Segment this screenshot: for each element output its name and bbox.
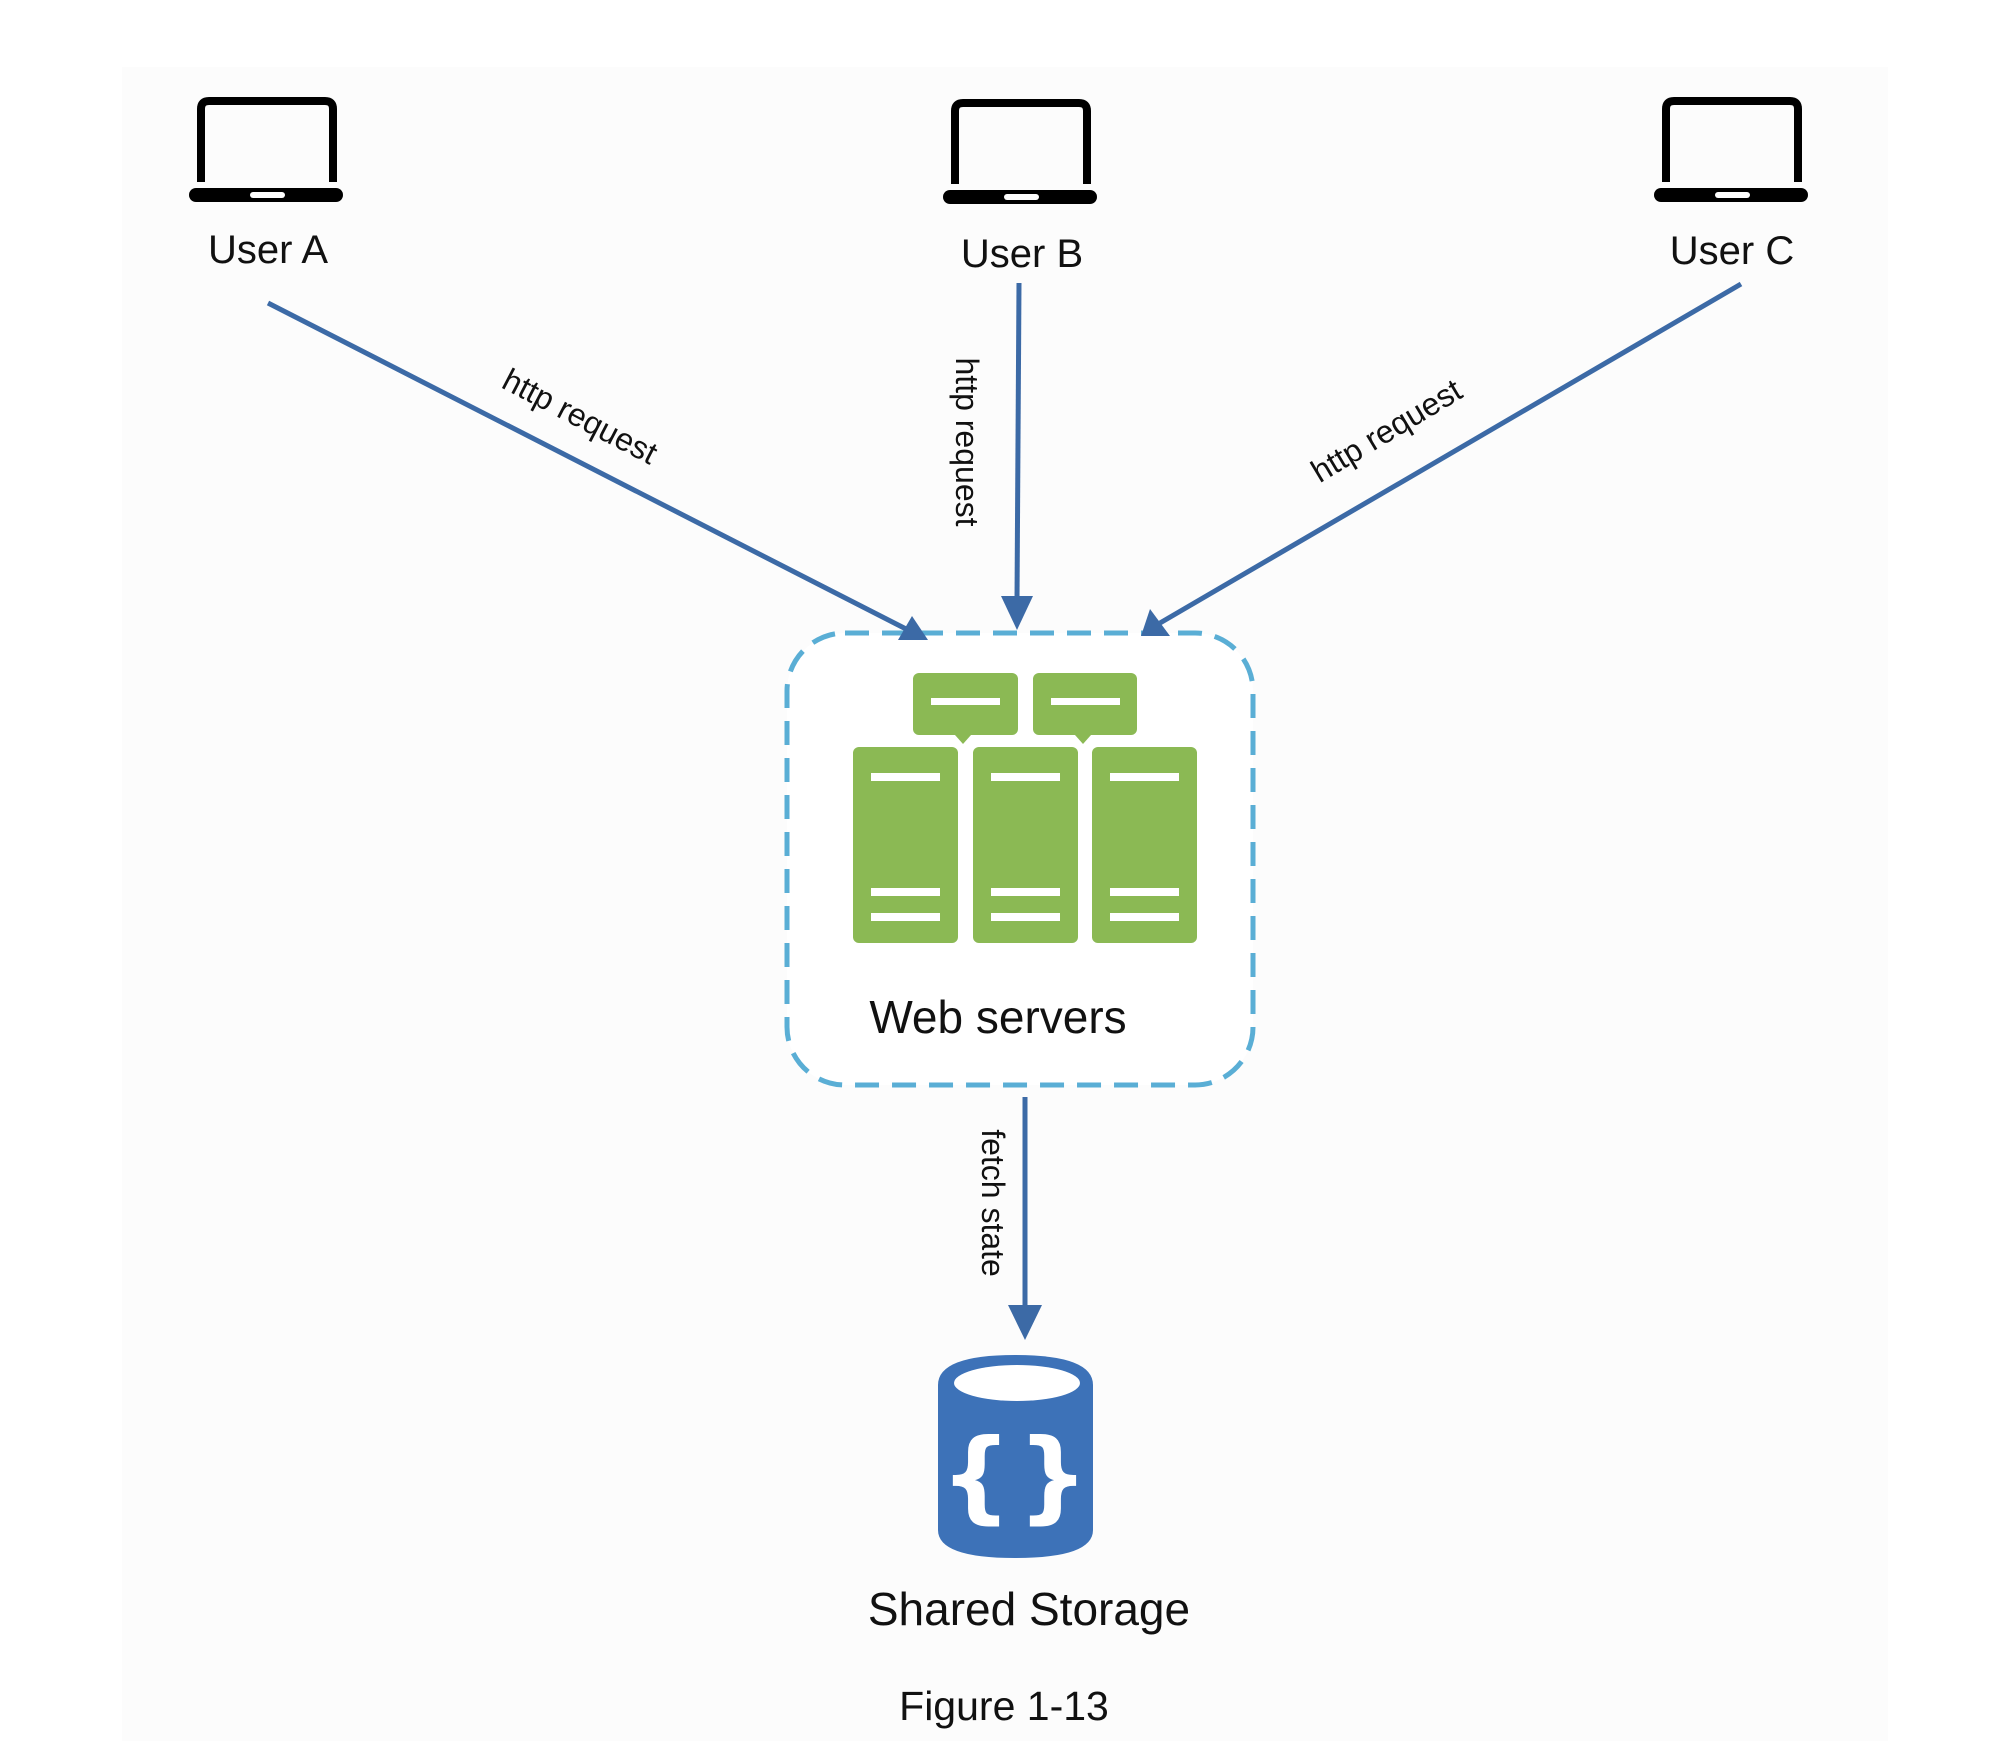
edge-line (266, 300, 912, 634)
edge-fetch-state-label: fetch state (975, 1129, 1011, 1277)
svg-text:{: { (940, 1417, 1011, 1534)
edge-user-b: http request (949, 282, 1033, 630)
server-tall-1 (853, 747, 958, 943)
svg-text:}: } (1017, 1417, 1088, 1534)
server-tall-2 (973, 747, 1078, 943)
server-small-1 (913, 673, 1018, 744)
arrowhead-icon (1001, 596, 1033, 630)
arrowhead-icon (1008, 1305, 1042, 1340)
laptop-icon (189, 97, 343, 202)
laptop-icon (1654, 97, 1808, 202)
shared-storage-label: Shared Storage (868, 1583, 1190, 1635)
figure-caption: Figure 1-13 (899, 1683, 1109, 1729)
arrowhead-icon (1141, 609, 1170, 636)
edge-user-b-label: http request (949, 358, 985, 527)
user-c-node[interactable]: User C (1654, 97, 1808, 273)
shared-storage-node[interactable]: { } Shared Storage (868, 1355, 1190, 1635)
user-b-node[interactable]: User B (943, 99, 1097, 276)
database-json-icon: { } (938, 1355, 1093, 1558)
arrowhead-icon (898, 616, 928, 640)
user-a-label: User A (208, 228, 328, 272)
edge-webservers-storage: fetch state (975, 1097, 1042, 1340)
web-servers-node[interactable]: Web servers (784, 630, 1256, 1088)
web-servers-label: Web servers (869, 991, 1126, 1043)
server-small-2 (1033, 673, 1137, 744)
edge-line (1014, 282, 1022, 601)
server-tall-3 (1092, 747, 1197, 943)
server-cluster-icon (853, 673, 1197, 943)
user-c-label: User C (1670, 229, 1794, 273)
edge-line (1158, 281, 1743, 626)
laptop-icon (943, 99, 1097, 204)
user-b-label: User B (961, 232, 1083, 276)
user-a-node[interactable]: User A (189, 97, 343, 272)
